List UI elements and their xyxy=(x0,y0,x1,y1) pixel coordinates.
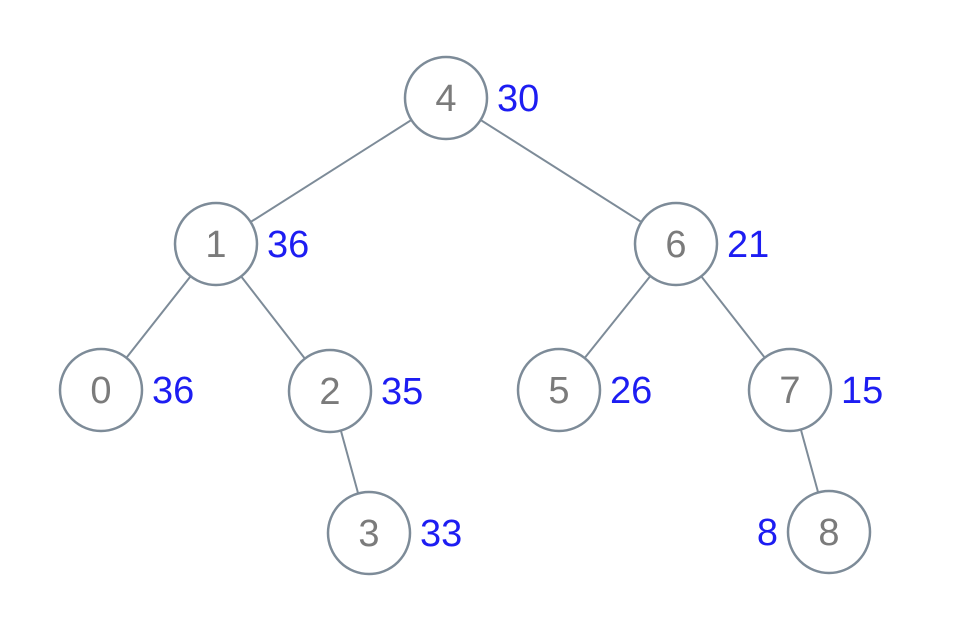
node-value-8: 8 xyxy=(818,512,839,554)
node-circle-4 xyxy=(403,55,489,141)
node-annotation-4: 30 xyxy=(497,78,539,120)
node-value-2: 2 xyxy=(319,371,340,413)
tree-node-4: 4 30 xyxy=(403,55,539,141)
tree-node-7: 7 15 xyxy=(747,347,883,433)
tree-node-0: 0 36 xyxy=(58,347,194,433)
node-circle-3 xyxy=(326,490,412,576)
node-annotation-7: 15 xyxy=(841,370,883,412)
node-value-1: 1 xyxy=(205,224,226,266)
node-value-4: 4 xyxy=(435,78,456,120)
node-annotation-5: 26 xyxy=(610,370,652,412)
tree-node-1: 1 36 xyxy=(173,201,309,287)
node-circle-1 xyxy=(173,201,259,287)
node-value-3: 3 xyxy=(358,513,379,555)
node-value-0: 0 xyxy=(90,370,111,412)
node-annotation-0: 36 xyxy=(152,370,194,412)
tree-node-5: 5 26 xyxy=(516,347,652,433)
tree-node-6: 6 21 xyxy=(633,201,769,287)
node-annotation-2: 35 xyxy=(381,371,423,413)
tree-edge-4-1 xyxy=(215,97,447,245)
tree-node-8: 88 xyxy=(757,489,872,575)
tree-edge-4-6 xyxy=(445,97,677,245)
node-value-7: 7 xyxy=(779,370,800,412)
node-circle-7 xyxy=(747,347,833,433)
node-circle-5 xyxy=(516,347,602,433)
node-annotation-6: 21 xyxy=(727,224,769,266)
node-annotation-1: 36 xyxy=(267,224,309,266)
node-circle-0 xyxy=(58,347,144,433)
node-value-5: 5 xyxy=(548,370,569,412)
node-circle-6 xyxy=(633,201,719,287)
tree-node-2: 2 35 xyxy=(287,348,423,434)
node-annotation-3: 33 xyxy=(420,513,462,555)
node-circle-8 xyxy=(786,489,872,575)
node-circle-2 xyxy=(287,348,373,434)
node-value-6: 6 xyxy=(665,224,686,266)
node-annotation-8: 8 xyxy=(757,512,778,554)
